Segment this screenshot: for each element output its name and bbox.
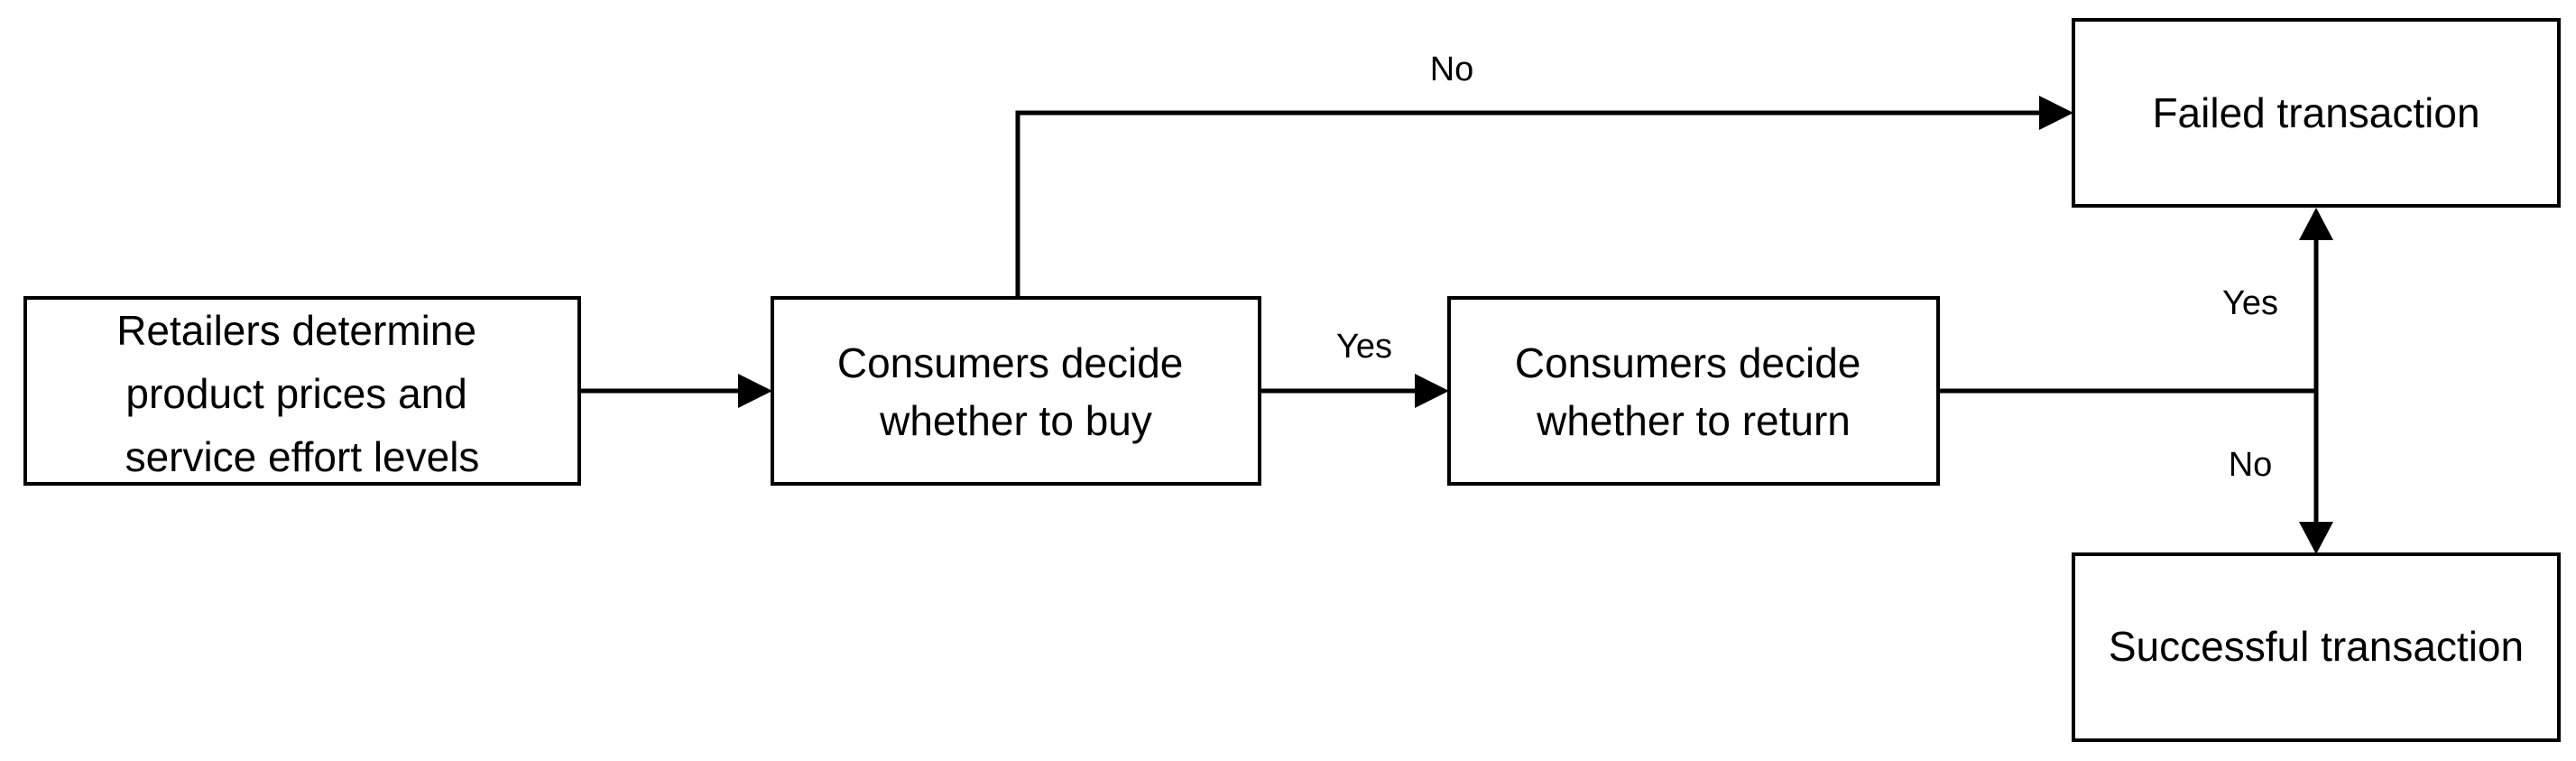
node-buy-box	[771, 296, 1261, 486]
node-buy-text: Consumers decide whether to buy	[837, 339, 1195, 444]
node-return-box	[1447, 296, 1940, 486]
node-retailers: Retailers determine product prices and s…	[23, 296, 581, 486]
arrow-retailers-to-buy	[738, 374, 772, 408]
node-retailers-line-2: product prices and	[125, 370, 466, 417]
edge-buy-no-to-failed	[1015, 110, 2043, 298]
arrow-buy-yes-to-return	[1415, 374, 1449, 408]
node-failed-line-1: Failed transaction	[2152, 89, 2479, 136]
edge-label-return-yes: Yes	[2222, 284, 2278, 322]
node-successful: Successful transaction	[2072, 552, 2561, 742]
edge-labels: No Yes Yes No	[1336, 51, 2278, 484]
node-successful-text: Successful transaction	[2109, 623, 2524, 670]
node-retailers-line-3: service effort levels	[125, 433, 480, 480]
node-successful-box	[2072, 552, 2561, 742]
arrow-return-no-to-successful	[2299, 522, 2333, 554]
node-retailers-text: Retailers determine product prices and s…	[116, 307, 488, 480]
edge-label-buy-no: No	[1430, 51, 1474, 88]
node-buy-line-1: Consumers decide	[837, 339, 1184, 386]
node-buy-line-2: whether to buy	[879, 397, 1152, 444]
edge-label-return-no: No	[2229, 446, 2273, 484]
node-retailers-line-1: Retailers determine	[116, 307, 476, 354]
node-return-line-2: whether to return	[1536, 397, 1851, 444]
arrow-return-yes-to-failed	[2299, 208, 2333, 240]
node-return-text: Consumers decide whether to return	[1515, 339, 1872, 444]
node-retailers-box	[23, 296, 581, 486]
node-failed: Failed transaction	[2072, 18, 2561, 208]
edges	[579, 96, 2333, 554]
node-return-line-1: Consumers decide	[1515, 339, 1861, 386]
node-failed-box	[2072, 18, 2561, 208]
node-successful-line-1: Successful transaction	[2109, 623, 2524, 670]
node-buy: Consumers decide whether to buy	[771, 296, 1261, 486]
node-return: Consumers decide whether to return	[1447, 296, 1940, 486]
node-failed-text: Failed transaction	[2152, 89, 2479, 136]
edge-label-buy-yes: Yes	[1336, 328, 1392, 366]
arrow-buy-no-to-failed	[2039, 96, 2073, 130]
